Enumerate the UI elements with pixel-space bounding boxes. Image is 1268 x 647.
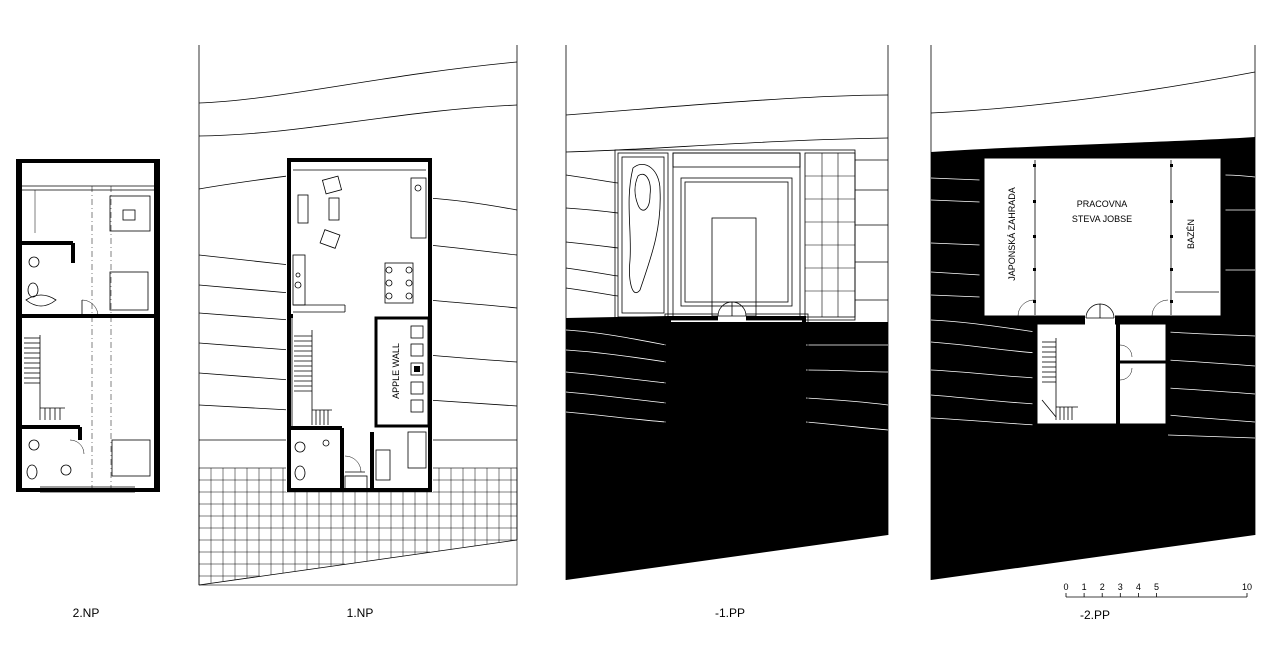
japanese-garden-label: JAPONSKÁ ZAHRADA: [1007, 187, 1017, 281]
plan-1np: APPLE WALL: [198, 45, 518, 586]
pool-label: BAZÉN: [1186, 219, 1196, 249]
scale-tick-label: 0: [1063, 582, 1068, 592]
study-label-line2: STEVA JOBSE: [1072, 214, 1132, 224]
scale-bar: 0 1 2 3 4 5 10: [1063, 582, 1252, 598]
plan-label-1np: 1.NP: [347, 606, 374, 620]
scale-tick-label: 5: [1154, 582, 1159, 592]
plan-label-2pp: -2.PP: [1080, 608, 1110, 622]
scale-tick-label: 3: [1118, 582, 1123, 592]
apple-wall-label-1np: APPLE WALL: [391, 343, 401, 399]
scale-tick-label: 10: [1242, 582, 1252, 592]
scale-tick-label: 1: [1082, 582, 1087, 592]
scale-tick-label: 2: [1100, 582, 1105, 592]
plan-2np: [16, 159, 160, 493]
scale-tick-label: 4: [1136, 582, 1141, 592]
apple-wall-label-1pp: APPLE WALL: [765, 345, 775, 401]
plan-2pp: JAPONSKÁ ZAHRADA PRACOVNA STEVA JOBSE BA…: [930, 45, 1256, 598]
study-label-line1: PRACOVNA: [1077, 199, 1128, 209]
plan-1pp: APPLE WALL: [565, 45, 889, 580]
plan-label-1pp: -1.PP: [715, 606, 745, 620]
plan-label-2np: 2.NP: [73, 606, 100, 620]
